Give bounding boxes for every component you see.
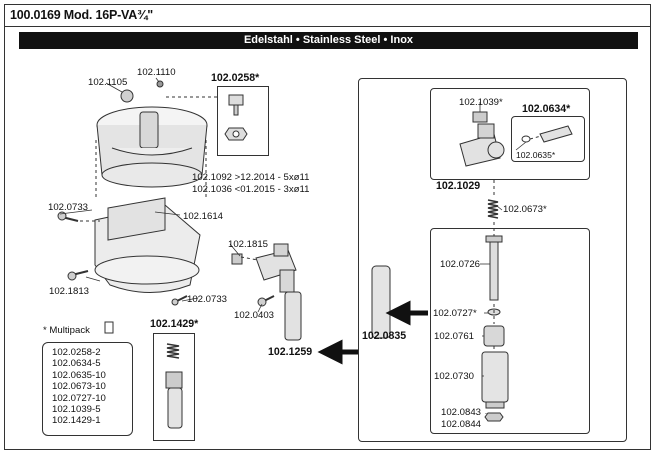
multipack-title: * Multipack [43,325,90,336]
multipack-item: 102.0635-10 [52,369,106,381]
bowl-support-bracket [94,197,201,293]
title-divider [4,26,651,27]
valve-1259 [231,243,302,341]
assembly-panel [358,78,627,442]
label-102-1815: 102.1815 [228,239,269,250]
callout-box-1429 [153,333,195,441]
label-102-0761: 102.0761 [434,331,475,342]
label-102-0403: 102.0403 [234,310,275,321]
multipack-item: 102.1429-1 [52,415,101,427]
label-102-1259: 102.1259 [268,346,313,358]
multipack-list: 102.0258-2 102.0634-5 102.0635-10 102.06… [52,347,106,427]
label-102-1036: 102.1036 <01.2015 - 3xø11 [192,184,310,195]
label-102-1105: 102.1105 [88,77,128,88]
multipack-item: 102.0727-10 [52,392,106,404]
label-102-1039: 102.1039* [459,97,503,108]
valve-1029 [459,111,573,167]
callout-box-1029 [430,88,590,180]
label-102-0733-bottom: 102.0733 [187,294,228,305]
label-102-0635: 102.0635* [516,150,556,160]
label-102-0844: 102.0844 [441,419,482,430]
spring-0673 [487,199,499,219]
label-102-0673: 102.0673* [503,204,547,215]
part-0761 [483,325,505,347]
label-102-1429: 102.1429* [150,318,199,330]
label-102-0835: 102.0835 [362,330,407,342]
multipack-box [42,342,133,436]
multipack-item: 102.0634-5 [52,358,101,370]
callout-box-0258 [217,86,269,156]
label-102-0727: 102.0727* [433,308,477,319]
part-0730 [481,351,509,403]
callout-box-valve-stem [430,228,590,434]
label-102-1029: 102.1029 [436,180,481,192]
label-102-0733-top: 102.0733 [48,202,89,213]
label-102-0634: 102.0634* [522,103,571,115]
material-banner: Edelstahl • Stainless Steel • Inox [19,32,638,49]
drinking-bowl [96,106,208,188]
label-102-0726: 102.0726 [440,259,481,270]
stem-0726 [489,237,499,301]
multipack-item: 102.1039-5 [52,404,101,416]
label-102-1092: 102.1092 >12.2014 - 5xø11 [192,172,310,183]
page-frame [4,4,651,450]
multipack-item: 102.0258-2 [52,347,101,358]
part-1110 [156,80,164,88]
label-102-1110: 102.1110 [137,67,176,78]
part-1105 [120,89,134,103]
label-102-0843: 102.0843 [441,407,482,418]
label-102-0730: 102.0730 [434,371,475,382]
label-102-0258: 102.0258* [211,72,260,84]
multipack-item: 102.0673-10 [52,381,106,393]
part-0835 [371,265,391,339]
label-102-1614: 102.1614 [183,211,224,222]
label-102-1813: 102.1813 [49,286,90,297]
callout-box-0634 [511,116,585,162]
page-title: 100.0169 Mod. 16P-VA¾" [10,8,154,22]
